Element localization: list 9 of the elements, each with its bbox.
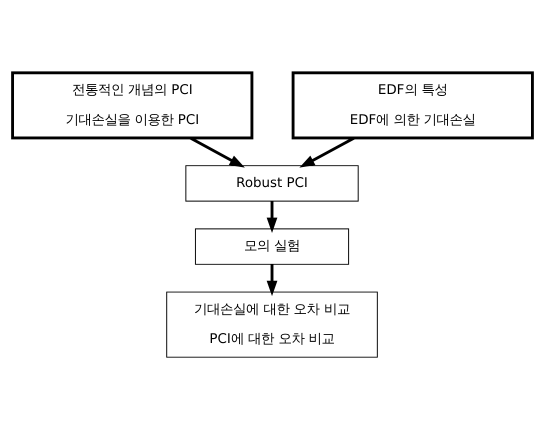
arrow [190, 136, 245, 168]
node-box: 전통적인 개념의 PCI 기대손실을 이용한 PCI [11, 70, 254, 139]
arrow [299, 136, 355, 168]
node-box: EDF의 특성 EDF에 의한 기대손실 [292, 70, 534, 139]
node-box: Robust PCI [185, 164, 359, 202]
arrow [266, 264, 278, 296]
node-box: 기대손실에 대한 오차 비교 PCI에 대한 오차 비교 [166, 291, 378, 358]
arrow [266, 200, 278, 232]
node-box: 모의 실험 [194, 228, 350, 264]
